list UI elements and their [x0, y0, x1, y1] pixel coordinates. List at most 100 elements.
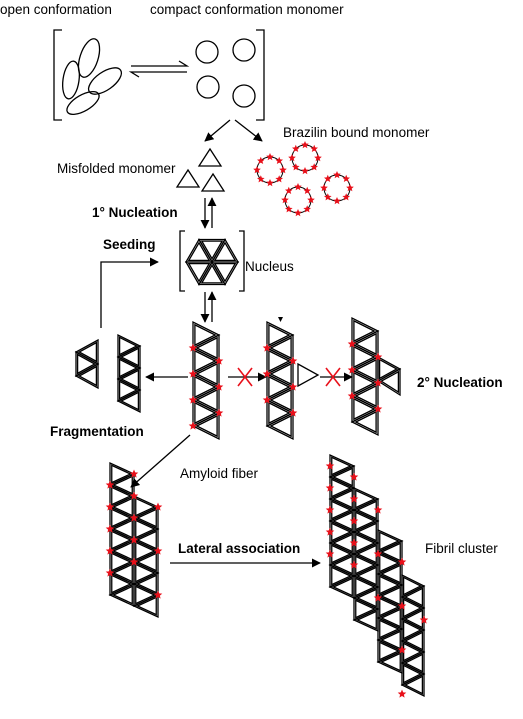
label-seeding: Seeding [103, 237, 156, 252]
amyloid-fiber [108, 461, 160, 619]
brazilin-star [257, 175, 265, 183]
brazilin-star [349, 516, 359, 525]
open-monomer-4 [66, 90, 100, 116]
brazilin-star [188, 343, 198, 352]
fiber-subunit-inner [355, 566, 377, 586]
fiber-subunit-inner [403, 631, 424, 651]
fiber-subunit-inner [355, 610, 377, 630]
brazilin-star [275, 175, 283, 183]
fiber-subunit-inner [402, 620, 423, 640]
brazilin-star [129, 535, 139, 544]
nucleus [179, 230, 245, 292]
fiber-subunit-inner [111, 574, 133, 594]
label-fragmentation: Fragmentation [50, 424, 144, 439]
fiber-subunit-inner [111, 585, 133, 605]
brazilin-star [397, 557, 407, 566]
brazilin-star [347, 339, 357, 348]
brazilin-star [342, 193, 350, 201]
fiber-subunit-inner [135, 585, 157, 605]
fiber-subunit-inner [194, 349, 217, 373]
brazilin-star [301, 167, 309, 175]
fiber-subunit-inner [331, 577, 353, 597]
fiber-subunit-inner [213, 263, 237, 283]
brazilin-star [303, 186, 311, 194]
fiber-subunit [74, 362, 99, 390]
fiber-subunit-inner [77, 365, 98, 387]
brazilin-markers [105, 339, 429, 698]
brazilin-star [129, 557, 139, 566]
fiber-subunit-inner [378, 358, 399, 380]
fiber-subunit-inner [194, 401, 217, 425]
inhibition-cross-2 [325, 367, 341, 387]
fiber-subunit-inner [187, 241, 211, 261]
fiber-subunit-inner [119, 369, 140, 389]
fiber-subunit-inner [135, 596, 157, 616]
brazilin-star [275, 156, 283, 164]
brazilin-star [325, 527, 335, 536]
arrow-to-brazilin-bound [234, 119, 263, 142]
fiber-subunit [350, 407, 379, 437]
brazilin-star [301, 141, 309, 149]
fiber-subunit-inner [135, 497, 157, 517]
fiber-subunit-inner [77, 341, 98, 363]
fiber-subunit-inner [379, 564, 401, 584]
label-amyloid-fiber: Amyloid fiber [180, 466, 259, 481]
fiber-subunit [400, 672, 425, 698]
brazilin-star [188, 395, 198, 404]
brazilin-star [188, 369, 198, 378]
label-nucleus: Nucleus [245, 259, 294, 274]
brazilin-star [325, 483, 335, 492]
brazilin-star [373, 404, 383, 413]
fiber-subunit-inner [403, 587, 424, 607]
fiber-subunit-inner [118, 336, 139, 356]
brazilin-star [347, 365, 357, 374]
brazilin-star [349, 494, 359, 503]
label-open-conformation: open conformation [0, 2, 112, 17]
brazilin-star [349, 472, 359, 481]
fiber-subunit-inner [379, 542, 401, 562]
fiber-subunit-inner [331, 566, 353, 586]
misfolded-monomers [175, 147, 226, 192]
brazilin-star [373, 505, 383, 514]
brazilin-star [129, 469, 139, 478]
brazilin-star [310, 144, 318, 152]
fiber-subunit-inner [111, 563, 133, 583]
fiber-subunit [116, 388, 141, 414]
brazilin-star [266, 153, 274, 161]
fiber-subunit-inner [213, 241, 237, 261]
fiber-subunit [265, 411, 294, 441]
fiber-subunit-inner [355, 599, 377, 619]
fiber-subunit-inner [135, 519, 157, 539]
brazilin-star [292, 163, 300, 171]
fiber-subunit-inner [195, 336, 218, 360]
inhibition-cross-1 [237, 367, 253, 387]
fiber-subunit-inner [111, 486, 133, 506]
central-fiber [191, 320, 221, 441]
brazilin-star [325, 461, 335, 470]
brazilin-star [214, 382, 224, 391]
fiber-subunit-inner [353, 319, 376, 343]
fiber-subunit-inner [354, 332, 377, 356]
fiber-subunit-inner [111, 541, 133, 561]
fiber-subunit [376, 367, 401, 397]
fiber-subunit-inner [355, 577, 377, 597]
fiber-subunit [210, 238, 240, 263]
brazilin-star [288, 382, 298, 391]
fiber-subunit-inner [268, 349, 291, 373]
brazilin-star [294, 209, 302, 217]
nucleus-to-fiber-arrows [200, 291, 217, 323]
brazilin-star [419, 615, 429, 624]
brazilin-star [333, 197, 341, 205]
brazilin-star [214, 408, 224, 417]
brazilin-star [105, 568, 115, 577]
open-monomer-3 [87, 67, 123, 95]
fiber-subunit-inner [111, 497, 133, 517]
fiber-subunit-inner [195, 362, 218, 386]
brazilin-star [310, 163, 318, 171]
fiber-subunit-inner [379, 652, 401, 672]
fiber-subunit-inner [355, 522, 377, 542]
brazilin-star [105, 480, 115, 489]
fiber-subunit-inner [111, 475, 133, 495]
branched-fiber [350, 316, 402, 437]
